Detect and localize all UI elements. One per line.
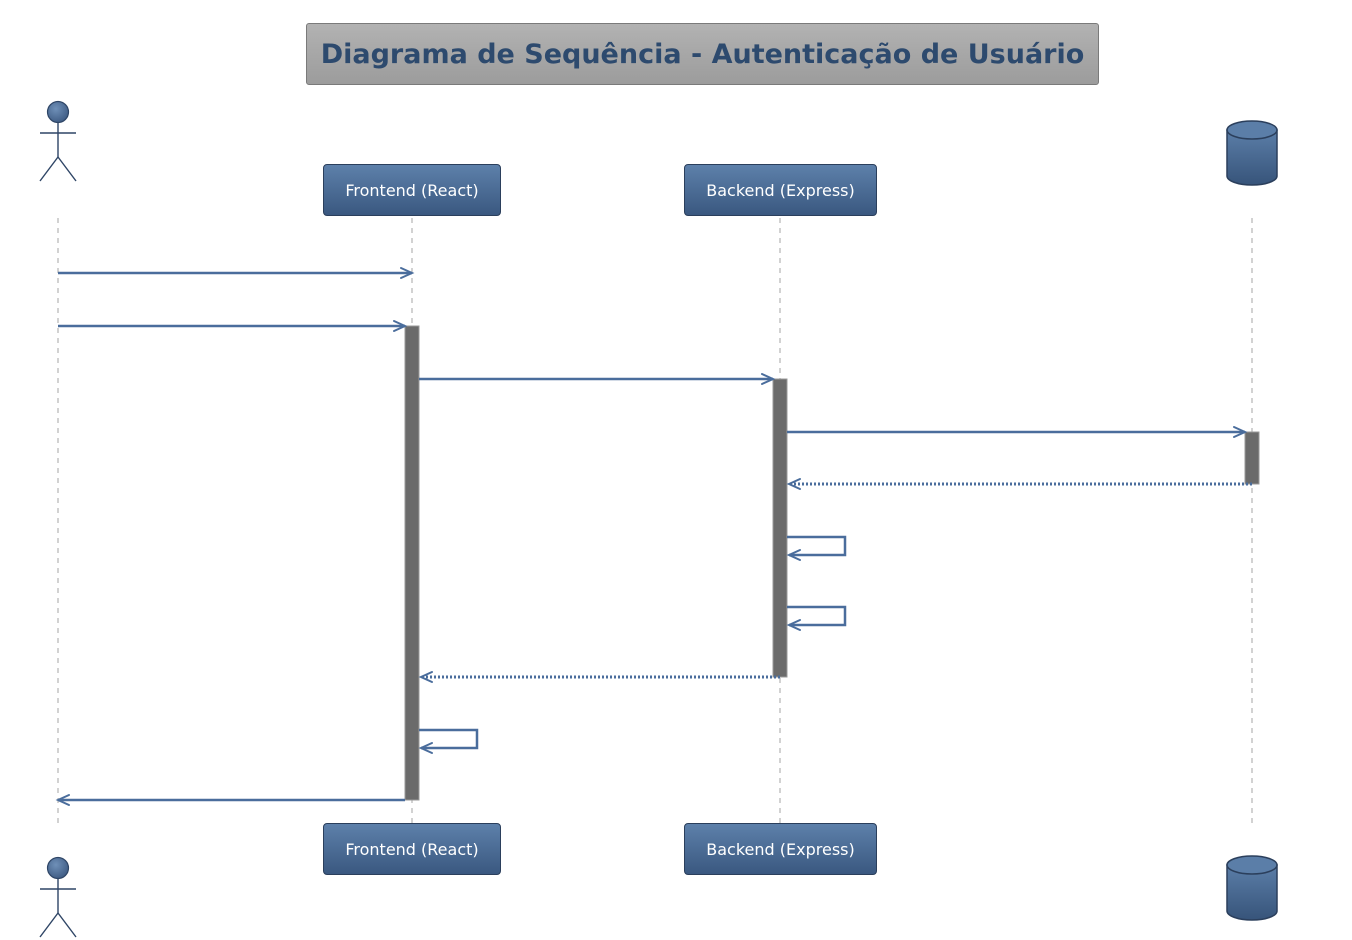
actor-head: [46, 856, 70, 880]
database-top: [1226, 855, 1278, 875]
arrow-head: [1233, 426, 1248, 438]
participant-frontend-bottom: Frontend (React): [323, 823, 501, 875]
diagram-title-box: Diagrama de Sequência - Autenticação de …: [306, 23, 1099, 85]
message-3: [419, 373, 776, 385]
message-1: [58, 267, 415, 279]
message-7: [786, 605, 847, 631]
participant-frontend-top: Frontend (React): [323, 164, 501, 216]
actor-right-leg: [57, 912, 77, 938]
message-4: [787, 426, 1248, 438]
arrow-head: [786, 549, 801, 561]
message-6: [786, 535, 847, 561]
arrow-head: [786, 478, 801, 490]
database-body: [1226, 864, 1278, 921]
activation-bar-database: [1244, 431, 1260, 485]
database-top-icon: [1226, 120, 1278, 186]
self-message-line: [787, 605, 847, 627]
actor-left-leg: [39, 156, 59, 182]
activation-bar-frontend: [404, 325, 420, 801]
arrow-head: [400, 267, 415, 279]
actor-left-leg: [39, 912, 59, 938]
message-8: [418, 671, 780, 683]
actor-head: [46, 100, 70, 124]
actor-user-top-icon: [39, 100, 77, 182]
arrow-head: [418, 742, 433, 754]
arrow-head: [393, 320, 408, 332]
arrow-head: [418, 671, 433, 683]
participant-backend-top: Backend (Express): [684, 164, 877, 216]
self-message-line: [419, 728, 479, 750]
message-10: [55, 794, 405, 806]
message-9: [418, 728, 479, 754]
actor-right-leg: [57, 156, 77, 182]
database-top: [1226, 120, 1278, 140]
diagram-title: Diagrama de Sequência - Autenticação de …: [320, 38, 1085, 70]
self-message-line: [787, 535, 847, 557]
participant-backend-bottom: Backend (Express): [684, 823, 877, 875]
database-body: [1226, 129, 1278, 186]
arrow-head: [55, 794, 70, 806]
arrow-head: [786, 619, 801, 631]
message-2: [58, 320, 408, 332]
activation-bar-backend: [772, 378, 788, 678]
arrow-head: [761, 373, 776, 385]
database-bottom-icon: [1226, 855, 1278, 921]
actor-user-bottom-icon: [39, 856, 77, 938]
message-5: [786, 478, 1252, 490]
